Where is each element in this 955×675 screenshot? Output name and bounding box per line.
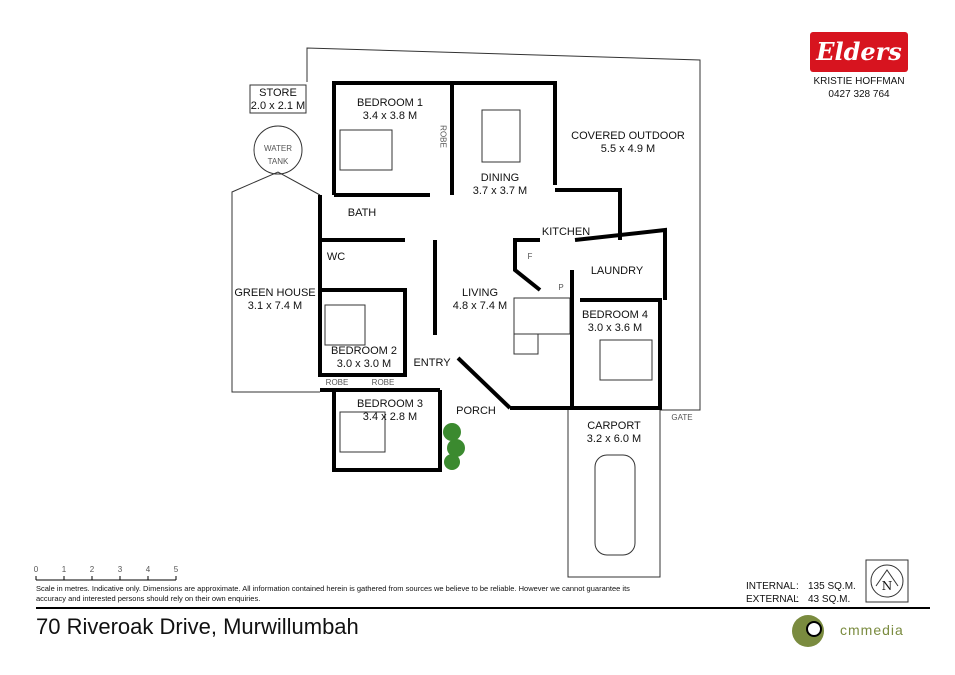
robe-label: ROBE [371,378,395,387]
porch-label: PORCH [456,405,496,417]
compass-box [865,559,909,603]
scale-tick: 2 [89,565,95,574]
scale-tick: 3 [117,565,123,574]
greenhouse-outline [231,171,321,393]
elders-logo: Elders [810,32,908,72]
scale-tick: 1 [61,565,67,574]
robe-label: ROBE [438,125,448,148]
store-outline [249,84,307,114]
scale-tick: 4 [145,565,151,574]
compass-icon [870,564,904,598]
producer-logo: cmmedia [840,622,904,638]
agent-phone: 0427 328 764 [828,89,890,100]
compass-north: N [881,579,893,593]
exterior-wall-north [332,81,557,195]
external-value: 43 SQ.M. [796,594,850,606]
bedroom-3-walls [332,390,442,472]
bedroom-4-walls [570,270,662,410]
wc-label: WC [326,251,346,263]
room-laundry: LAUNDRY [590,265,644,277]
internal-label: INTERNAL [746,581,796,592]
gate-label: GATE [671,413,693,422]
water-tank-outline [253,125,303,175]
fridge-label: F [527,252,533,261]
disclaimer: Scale in metres. Indicative only. Dimens… [36,584,630,603]
scale-bar [35,576,930,609]
internal-value: 135 SQ.M. [796,581,856,593]
covered-outdoor-outline [306,47,701,411]
bath-label: BATH [347,207,377,219]
robe-label: ROBE [325,378,349,387]
scale-tick: 5 [173,565,179,574]
external-label: EXTERNAL [746,594,799,605]
agent-name: KRISTIE HOFFMAN [813,76,905,87]
entry-label: ENTRY [413,357,451,369]
property-address: 70 Riveroak Drive, Murwillumbah [36,614,359,639]
room-kitchen: KITCHEN [541,226,591,238]
water-tank-label: WATER TANK [264,144,292,166]
pantry-label: P [558,283,564,292]
porch-shrubs [443,423,465,470]
scale-tick: 0 [33,565,39,574]
